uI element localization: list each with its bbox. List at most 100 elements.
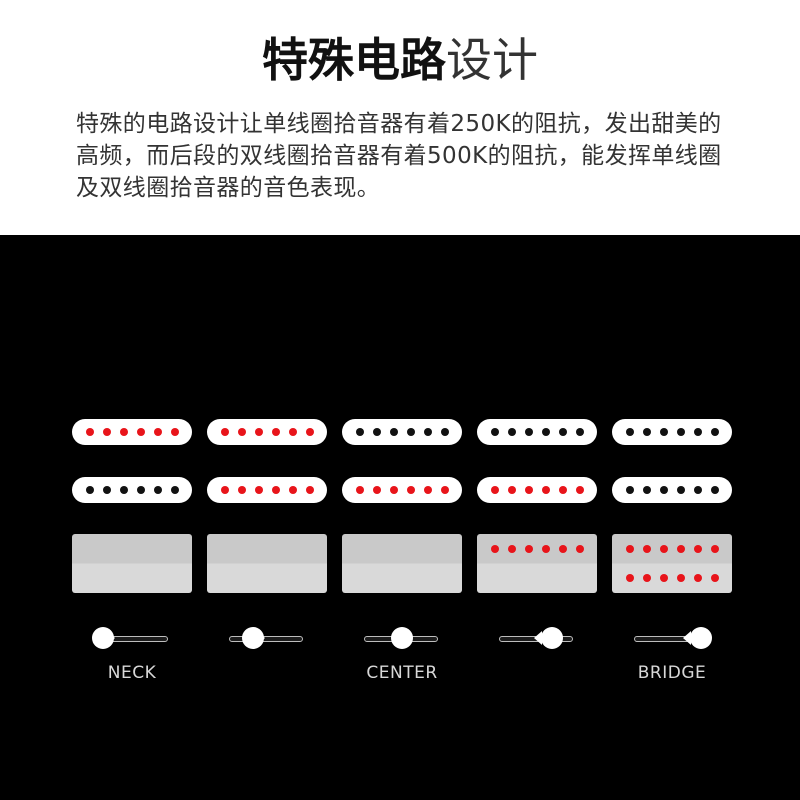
pole-piece-dot (625, 545, 634, 553)
pole-piece-dot (575, 428, 584, 436)
pole-piece-dot (406, 486, 415, 494)
middle-pickup (72, 477, 192, 503)
bridge-humbucker-pickup (477, 534, 597, 593)
pole-piece-dot (710, 545, 719, 553)
pole-piece-dot (625, 486, 634, 494)
pole-piece-dot (355, 486, 364, 494)
pole-piece-dot (406, 428, 415, 436)
position-label: BRIDGE (637, 663, 707, 683)
pole-piece-dot (372, 486, 381, 494)
pole-piece-dot (170, 428, 179, 436)
middle-pickup (207, 477, 327, 503)
bridge-humbucker-pickup (72, 534, 192, 593)
pole-piece-dot (254, 428, 263, 436)
selector-switch[interactable] (342, 627, 462, 651)
header-section: 特殊电路设计 特殊的电路设计让单线圈拾音器有着250K的阻抗，发出甜美的高频，而… (0, 0, 800, 235)
pole-piece-dot (642, 574, 651, 582)
neck-pickup (477, 419, 597, 445)
pole-piece-dot (659, 574, 668, 582)
pole-piece-dot (642, 486, 651, 494)
pole-piece-dot (693, 545, 702, 553)
pole-piece-dot (507, 428, 516, 436)
pole-piece-dot (372, 428, 381, 436)
pole-piece-dot (305, 486, 314, 494)
pole-piece-dot (710, 486, 719, 494)
selector-switch[interactable] (612, 627, 732, 651)
pole-piece-dot (153, 428, 162, 436)
selector-switch[interactable] (207, 627, 327, 651)
humbucker-coil-row (612, 574, 732, 582)
pole-piece-dot (541, 545, 550, 553)
pole-piece-dot (524, 545, 533, 553)
selector-knob-icon[interactable] (391, 627, 413, 649)
selector-switch[interactable] (477, 627, 597, 651)
middle-pickup (612, 477, 732, 503)
pole-piece-dot (490, 428, 499, 436)
neck-pickup (342, 419, 462, 445)
pole-piece-dot (693, 486, 702, 494)
pole-piece-dot (119, 486, 128, 494)
pole-piece-dot (575, 545, 584, 553)
pole-piece-dot (659, 486, 668, 494)
pole-piece-dot (524, 428, 533, 436)
humbucker-coil-row (612, 545, 732, 553)
pole-piece-dot (153, 486, 162, 494)
pole-piece-dot (237, 428, 246, 436)
title-bold: 特殊电路 (262, 33, 446, 87)
pole-piece-dot (693, 574, 702, 582)
middle-pickup (342, 477, 462, 503)
pole-piece-dot (524, 486, 533, 494)
pole-piece-dot (676, 545, 685, 553)
pole-piece-dot (85, 486, 94, 494)
pole-piece-dot (541, 486, 550, 494)
pole-piece-dot (575, 486, 584, 494)
humbucker-coil-row (477, 545, 597, 553)
pole-piece-dot (288, 486, 297, 494)
pole-piece-dot (676, 574, 685, 582)
pole-piece-dot (558, 428, 567, 436)
pole-piece-dot (507, 486, 516, 494)
pole-piece-dot (440, 428, 449, 436)
pole-piece-dot (271, 428, 280, 436)
pole-piece-dot (710, 428, 719, 436)
pole-piece-dot (659, 428, 668, 436)
pole-piece-dot (170, 486, 179, 494)
pole-piece-dot (490, 486, 499, 494)
pole-piece-dot (102, 486, 111, 494)
pole-piece-dot (237, 486, 246, 494)
pole-piece-dot (625, 428, 634, 436)
pole-piece-dot (625, 574, 634, 582)
title-light: 设计 (446, 33, 538, 87)
pole-piece-dot (355, 428, 364, 436)
pole-piece-dot (389, 428, 398, 436)
pole-piece-dot (389, 486, 398, 494)
pole-piece-dot (423, 486, 432, 494)
description-text: 特殊的电路设计让单线圈拾音器有着250K的阻抗，发出甜美的高频，而后段的双线圈拾… (76, 111, 722, 201)
pole-piece-dot (490, 545, 499, 553)
neck-pickup (612, 419, 732, 445)
selector-knob-icon[interactable] (533, 627, 563, 649)
position-label: CENTER (366, 663, 438, 683)
pole-piece-dot (220, 486, 229, 494)
pole-piece-dot (254, 486, 263, 494)
pole-piece-dot (102, 428, 111, 436)
pole-piece-dot (220, 428, 229, 436)
pole-piece-dot (541, 428, 550, 436)
bridge-humbucker-pickup (612, 534, 732, 593)
neck-pickup (207, 419, 327, 445)
selector-switch[interactable] (72, 627, 192, 651)
pole-piece-dot (423, 428, 432, 436)
pole-piece-dot (507, 545, 516, 553)
pole-piece-dot (271, 486, 280, 494)
selector-knob-icon[interactable] (683, 627, 712, 649)
page-title: 特殊电路设计 (0, 30, 800, 90)
pole-piece-dot (136, 486, 145, 494)
selector-knob-icon[interactable] (241, 627, 265, 649)
pole-piece-dot (642, 545, 651, 553)
selector-knob-icon[interactable] (92, 627, 115, 649)
neck-pickup (72, 419, 192, 445)
pole-piece-dot (710, 574, 719, 582)
bridge-humbucker-pickup (207, 534, 327, 593)
middle-pickup (477, 477, 597, 503)
pole-piece-dot (440, 486, 449, 494)
